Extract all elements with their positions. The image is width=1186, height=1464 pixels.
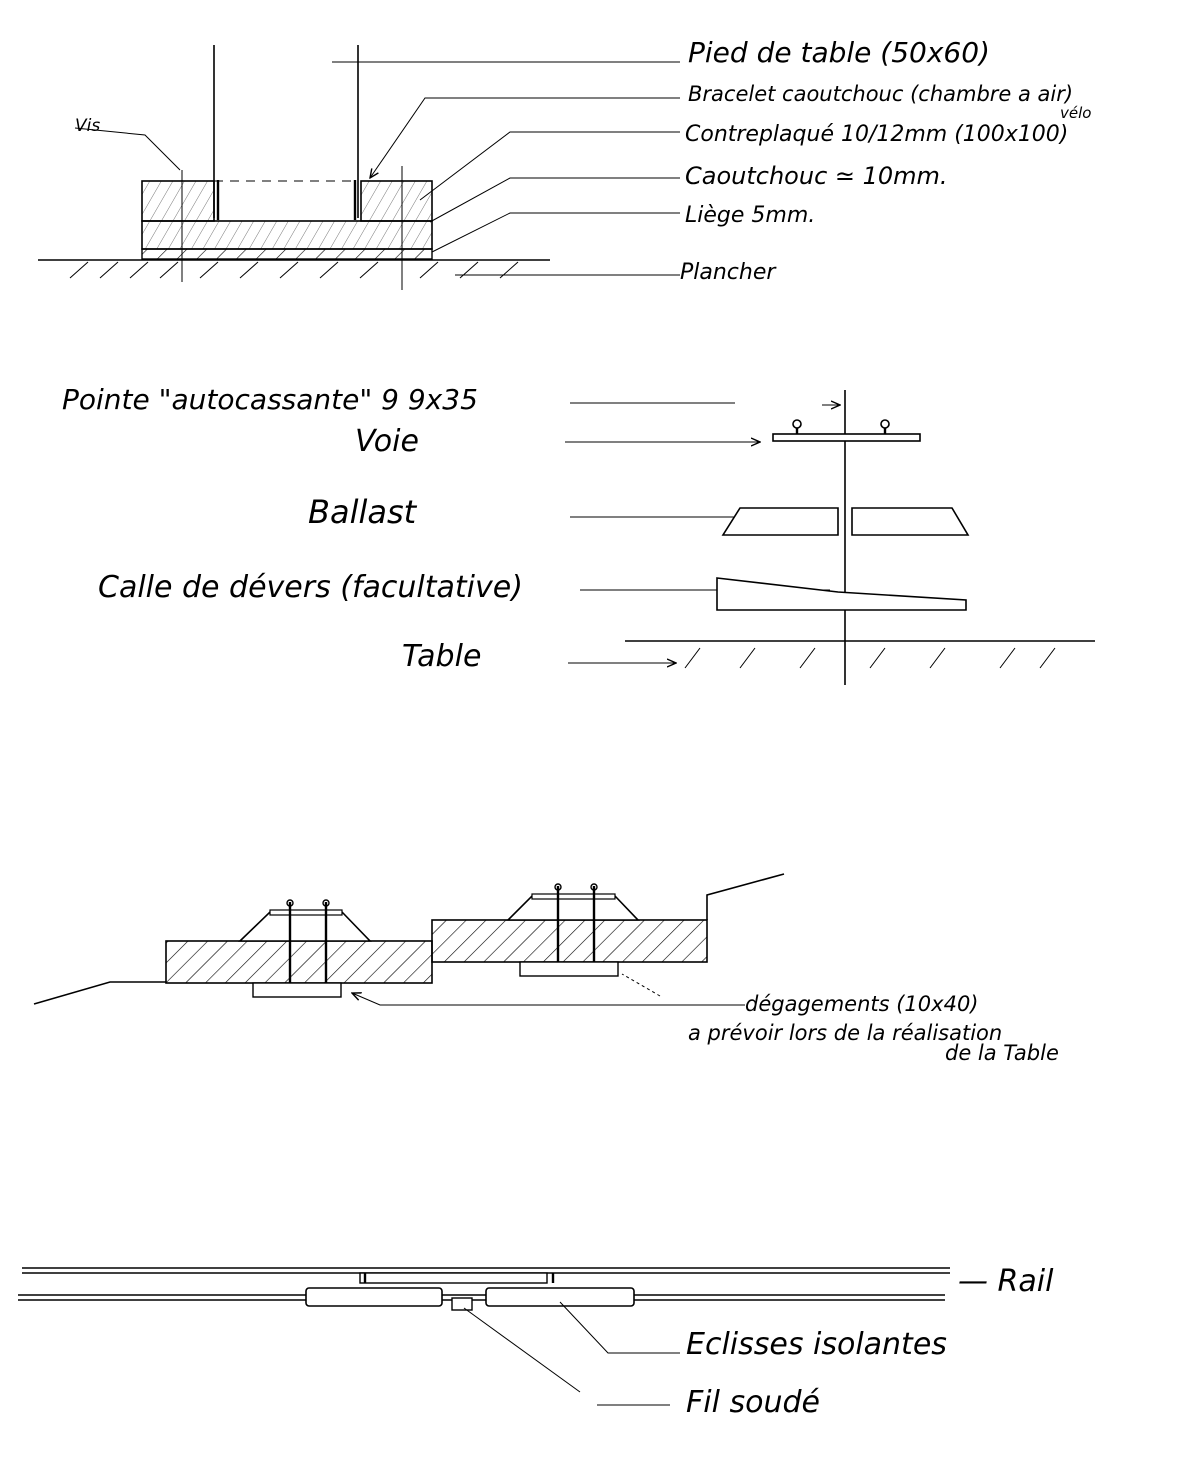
labels: Vis Pied de table (50x60) Bracelet caout…: [62, 36, 1091, 1420]
label-degagements-3: de la Table: [945, 1041, 1059, 1065]
label-pied: Pied de table (50x60): [688, 36, 990, 69]
label-plancher: Plancher: [680, 260, 777, 285]
label-degagements-1: dégagements (10x40): [745, 992, 979, 1016]
label-ballast: Ballast: [308, 493, 418, 531]
label-caoutchouc: Caoutchouc ≃ 10mm.: [685, 162, 948, 190]
label-voie: Voie: [355, 424, 419, 459]
label-degagements-2: a prévoir lors de la réalisation: [688, 1021, 1002, 1045]
label-vis: Vis: [75, 116, 100, 136]
label-pointe: Pointe "autocassante" 9 9x35: [62, 383, 478, 416]
label-contreplaque: Contreplaqué 10/12mm (100x100): [685, 122, 1068, 147]
label-table: Table: [402, 639, 481, 674]
figure-table-foot: [38, 45, 680, 290]
figure-track-section: [565, 390, 1095, 685]
label-calle: Calle de dévers (facultative): [98, 570, 523, 605]
figure-rail-joint: [18, 1267, 950, 1406]
label-bracelet-2: vélo: [1060, 104, 1091, 122]
label-eclisses: Eclisses isolantes: [686, 1327, 947, 1362]
label-bracelet: Bracelet caoutchouc (chambre a air): [688, 82, 1073, 106]
label-rail: — Rail: [958, 1264, 1054, 1299]
label-liege: Liège 5mm.: [685, 203, 815, 228]
label-fil: Fil soudé: [686, 1385, 820, 1420]
figure-table-step: [33, 873, 785, 1006]
